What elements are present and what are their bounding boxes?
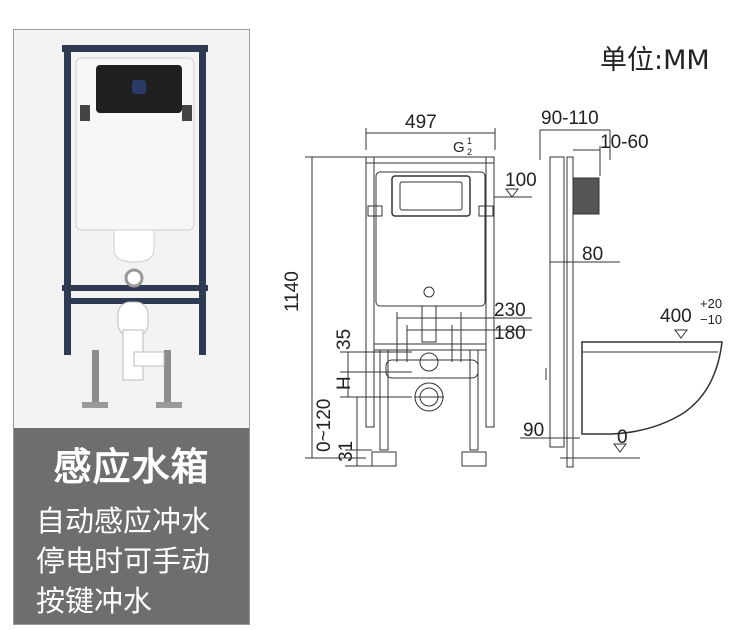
dim-pipe-den: 2	[467, 147, 472, 157]
dim-top-offset: 100	[505, 170, 537, 191]
dim-H: H	[334, 376, 355, 390]
feature-line-3: 按键冲水	[36, 584, 153, 618]
unit-label: 单位:MM	[600, 45, 710, 76]
dim-height: 1140	[282, 271, 303, 312]
caption-box: 感应水箱 自动感应冲水 停电时可手动 按键冲水	[14, 428, 249, 624]
feature-line-2: 停电时可手动	[36, 544, 211, 578]
dim-180: 180	[494, 323, 526, 344]
dim-35: 35	[334, 329, 355, 350]
dim-wall-gap: 10-60	[600, 132, 649, 153]
dim-floor-0: 0	[617, 427, 628, 448]
dim-0-120: 0~120	[314, 399, 335, 452]
dim-depth: 90-110	[541, 108, 599, 129]
feature-line-1: 自动感应冲水	[36, 504, 211, 538]
product-title: 感应水箱	[53, 445, 210, 489]
dim-pipe: G	[453, 139, 465, 156]
dim-floor-90: 90	[523, 420, 544, 441]
dim-31: 31	[336, 441, 357, 462]
dim-230: 230	[494, 300, 526, 321]
dim-pipe-num: 1	[467, 136, 472, 146]
dim-bowl-height: 400	[660, 306, 692, 327]
product-photo	[14, 30, 249, 428]
dim-side-80: 80	[582, 244, 603, 265]
dim-width: 497	[405, 112, 437, 133]
dim-bowl-tol-minus: −10	[700, 312, 722, 327]
dim-bowl-tol-plus: +20	[700, 296, 722, 311]
product-panel: 感应水箱 自动感应冲水 停电时可手动 按键冲水	[13, 29, 250, 625]
